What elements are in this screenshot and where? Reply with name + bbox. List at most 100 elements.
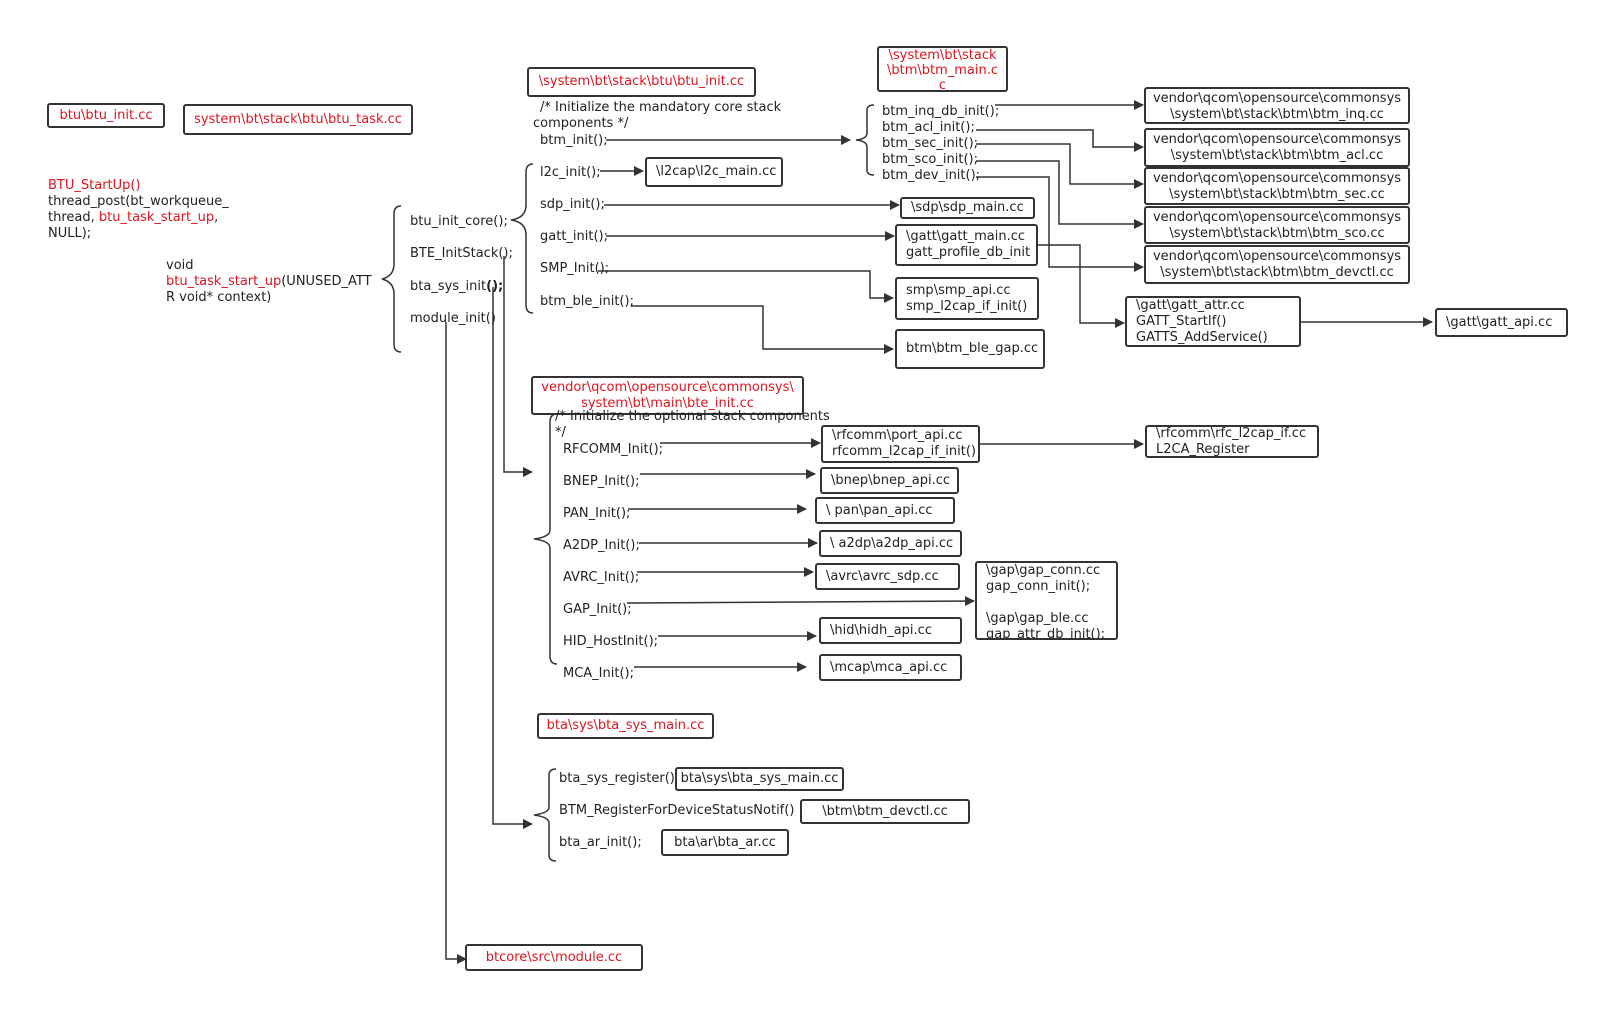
file-bta-sys-main: bta\sys\bta_sys_main.cc bbox=[537, 713, 714, 739]
btm-main-line3: c bbox=[938, 78, 947, 92]
btm-item-sco-init: btm_sco_init(); bbox=[882, 152, 978, 167]
file-hidh-api: \hid\hidh_api.cc bbox=[819, 617, 962, 644]
btu-task-start-up-ref: btu_task_start_up bbox=[98, 210, 215, 225]
file-btm-acl: vendor\qcom\opensource\commonsys\system\… bbox=[1144, 128, 1410, 167]
brace-left bbox=[381, 205, 402, 353]
core-item-l2c-init: l2c_init(); bbox=[540, 165, 601, 180]
file-btm-devctl: vendor\qcom\opensource\commonsys\system\… bbox=[1144, 245, 1410, 284]
bte-item-avrc-init: AVRC_Init(); bbox=[563, 570, 640, 585]
core-comment-2: components */ bbox=[533, 116, 629, 131]
bta-item-ar-init: bta_ar_init(); bbox=[559, 835, 642, 850]
btm-devctl-line1: vendor\qcom\opensource\commonsys bbox=[1152, 249, 1402, 264]
call-module-init: module_init() bbox=[410, 311, 496, 326]
arrow-bta-sys-init-to-bta bbox=[492, 287, 533, 829]
brace-core bbox=[510, 163, 534, 314]
file-bta-ar: bta\ar\bta_ar.cc bbox=[661, 829, 789, 856]
bta-item-register-device-status: BTM_RegisterForDeviceStatusNotif() bbox=[559, 803, 795, 818]
bte-item-gap-init: GAP_Init(); bbox=[563, 602, 632, 617]
brace-btm bbox=[855, 104, 875, 176]
file-avrc-sdp: \avrc\avrc_sdp.cc bbox=[815, 563, 960, 590]
bta-item-sys-register: bta_sys_register() bbox=[559, 771, 675, 786]
core-item-gatt-init: gatt_init(); bbox=[540, 229, 608, 244]
arrow-ble-init bbox=[631, 305, 894, 354]
file-sdp-main: \sdp\sdp_main.cc bbox=[900, 197, 1035, 219]
btu-startup-line3: thread, btu_task_start_up, bbox=[48, 210, 218, 226]
btm-sco-line2: \system\bt\stack\btm\btm_sco.cc bbox=[1169, 226, 1385, 241]
arrow-btm-sco bbox=[976, 160, 1144, 229]
file-btm-sco: vendor\qcom\opensource\commonsys\system\… bbox=[1144, 206, 1410, 244]
btm-inq-line1: vendor\qcom\opensource\commonsys bbox=[1152, 91, 1402, 106]
rfcomm-port-line2: rfcomm_l2cap_if_init() bbox=[832, 444, 976, 459]
task-sig-line3: R void* context) bbox=[166, 290, 272, 305]
btm-sco-line1: vendor\qcom\opensource\commonsys bbox=[1152, 210, 1402, 225]
file-mca-api: \mcap\mca_api.cc bbox=[819, 654, 962, 681]
rfc-l2cap-line2: L2CA_Register bbox=[1156, 441, 1250, 457]
bte-init-line1: vendor\qcom\opensource\commonsys\ bbox=[541, 380, 794, 395]
arrow-gap bbox=[626, 596, 975, 607]
call-bte-init-stack: BTE_InitStack(); bbox=[410, 246, 513, 261]
bta-sys-init-parens: (); bbox=[486, 279, 504, 294]
btu-task-start-up-fn: btu_task_start_up bbox=[166, 274, 282, 289]
gatt-attr-line1: \gatt\gatt_attr.cc bbox=[1136, 297, 1245, 313]
arrow-btm-dev bbox=[976, 176, 1144, 272]
file-module-cc: btcore\src\module.cc bbox=[465, 944, 643, 971]
brace-bta bbox=[533, 768, 557, 862]
file-btu-init-cc: \system\bt\stack\btu\btu_init.cc bbox=[527, 67, 756, 97]
file-btm-inq: vendor\qcom\opensource\commonsys\system\… bbox=[1144, 87, 1410, 124]
file-btu-task: system\bt\stack\btu\btu_task.cc bbox=[183, 104, 413, 135]
file-bte-init: vendor\qcom\opensource\commonsys\system\… bbox=[531, 376, 804, 415]
gatt-main-line1: \gatt\gatt_main.cc bbox=[906, 229, 1025, 244]
gap-line4: \gap\gap_ble.cc bbox=[986, 611, 1089, 626]
arrow-bte-to-bte-init bbox=[503, 256, 533, 477]
file-bnep-api: \bnep\bnep_api.cc bbox=[820, 467, 959, 494]
btm-sec-line1: vendor\qcom\opensource\commonsys bbox=[1152, 171, 1402, 186]
bte-item-mca-init: MCA_Init(); bbox=[563, 666, 634, 681]
rfc-l2cap-line1: \rfcomm\rfc_l2cap_if.cc bbox=[1156, 425, 1307, 441]
btu-startup-line4: NULL); bbox=[48, 226, 92, 241]
file-a2dp-api: \ a2dp\a2dp_api.cc bbox=[819, 530, 962, 557]
file-btm-ble-gap: btm\btm_ble_gap.cc bbox=[895, 329, 1045, 369]
btm-acl-line1: vendor\qcom\opensource\commonsys bbox=[1152, 132, 1402, 147]
task-sig-line1: void bbox=[166, 258, 194, 273]
btu-startup-line2: thread_post(bt_workqueue_ bbox=[48, 194, 229, 209]
bta-sys-init-name: bta_sys_init bbox=[410, 279, 487, 294]
gap-line2: gap_conn_init(); bbox=[986, 579, 1091, 594]
arrow-module-init-to-module bbox=[445, 322, 467, 964]
gap-line3 bbox=[986, 595, 1107, 611]
btm-item-acl-init: btm_acl_init(); bbox=[882, 120, 975, 135]
file-bta-sys-register: bta\sys\bta_sys_main.cc bbox=[675, 767, 844, 791]
call-btu-init-core: btu_init_core(); bbox=[410, 214, 508, 229]
arrow-gatt-main-to-attr bbox=[1036, 244, 1125, 328]
bte-item-pan-init: PAN_Init(); bbox=[563, 506, 631, 521]
file-l2c-main: \l2cap\l2c_main.cc bbox=[645, 157, 783, 187]
btu-startup-fn: BTU_StartUp() bbox=[48, 178, 141, 193]
bte-item-a2dp-init: A2DP_Init(); bbox=[563, 538, 640, 553]
gatt-main-line2: gatt_profile_db_init bbox=[906, 245, 1031, 260]
core-comment-1: /* Initialize the mandatory core stack bbox=[540, 100, 782, 115]
btm-sec-line2: \system\bt\stack\btm\btm_sec.cc bbox=[1169, 187, 1385, 202]
bte-item-hid-hostinit: HID_HostInit(); bbox=[563, 634, 659, 649]
core-item-sdp-init: sdp_init(); bbox=[540, 197, 605, 212]
thread-text: thread, bbox=[48, 210, 99, 225]
btm-main-line1: \system\bt\stack bbox=[888, 48, 997, 63]
btm-acl-line2: \system\bt\stack\btm\btm_acl.cc bbox=[1170, 148, 1384, 163]
btm-item-inq-db-init: btm_inq_db_init(); bbox=[882, 104, 1000, 119]
file-btm-devctl-notif: \btm\btm_devctl.cc bbox=[800, 799, 970, 824]
bte-item-bnep-init: BNEP_Init(); bbox=[563, 474, 640, 489]
file-btm-sec: vendor\qcom\opensource\commonsys\system\… bbox=[1144, 167, 1410, 205]
comma-text: , bbox=[214, 210, 219, 225]
bte-init-line2: system\bt\main\bte_init.cc bbox=[581, 396, 754, 411]
btm-item-sec-init: btm_sec_init(); bbox=[882, 136, 979, 151]
task-sig-line2: btu_task_start_up(UNUSED_ATT bbox=[166, 274, 372, 290]
rfcomm-port-line1: \rfcomm\port_api.cc bbox=[832, 428, 963, 443]
core-item-btm-ble-init: btm_ble_init(); bbox=[540, 294, 634, 309]
core-item-btm-init: btm_init(); bbox=[540, 133, 608, 148]
